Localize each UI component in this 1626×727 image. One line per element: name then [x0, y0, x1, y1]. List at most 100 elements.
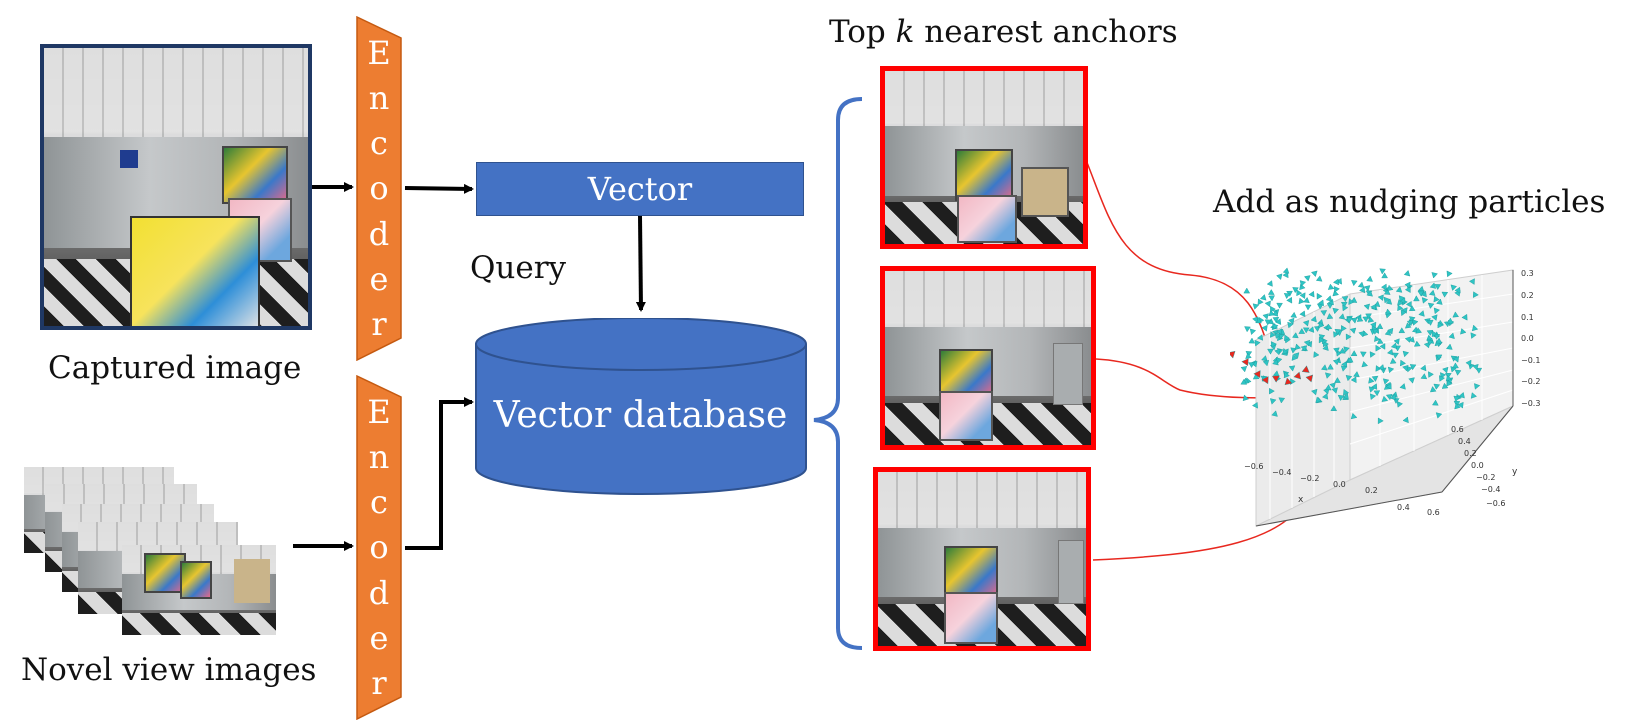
particle — [1346, 316, 1353, 324]
particle — [1428, 289, 1436, 296]
particle — [1332, 290, 1339, 297]
nudging-particle — [1253, 370, 1261, 379]
particle — [1304, 304, 1312, 311]
x-tick: 0.2 — [1365, 486, 1378, 495]
particle — [1324, 384, 1332, 391]
particle — [1315, 396, 1322, 403]
novel-view-label: Novel view images — [21, 652, 317, 688]
particle — [1340, 365, 1348, 372]
particle — [1268, 310, 1275, 317]
particle — [1385, 308, 1392, 315]
particle — [1441, 382, 1449, 389]
particle — [1343, 389, 1350, 396]
particle — [1384, 329, 1392, 336]
particle — [1426, 329, 1434, 336]
encoder-bottom: E n c o d e r — [356, 375, 402, 720]
particle — [1248, 362, 1255, 368]
captured-image — [40, 44, 312, 330]
particle — [1282, 348, 1289, 355]
particle — [1420, 373, 1428, 380]
particle — [1325, 295, 1333, 302]
particle — [1409, 364, 1417, 371]
particle — [1408, 377, 1415, 384]
particle — [1315, 275, 1323, 282]
particle — [1381, 272, 1388, 279]
particle — [1370, 321, 1377, 329]
particle — [1381, 395, 1389, 402]
particle — [1404, 322, 1412, 329]
particle — [1313, 351, 1320, 358]
particle — [1383, 296, 1390, 304]
particle — [1383, 288, 1391, 295]
particle — [1367, 316, 1375, 323]
particle — [1333, 278, 1339, 286]
anchors-bracket — [813, 97, 863, 650]
nudging-particle — [1305, 374, 1314, 383]
particle — [1257, 298, 1264, 306]
particle — [1358, 330, 1365, 338]
particle — [1465, 359, 1472, 367]
particle — [1333, 347, 1340, 354]
particle — [1457, 401, 1464, 409]
particle — [1453, 400, 1461, 407]
encoder-letter: n — [368, 78, 390, 117]
particle — [1267, 289, 1275, 295]
particle — [1327, 283, 1335, 290]
encoder-letter: e — [369, 619, 389, 658]
particle — [1426, 319, 1434, 326]
particle — [1371, 375, 1379, 382]
vector-box: Vector — [476, 162, 804, 216]
particle — [1332, 307, 1339, 315]
particle — [1433, 383, 1441, 390]
particles — [1240, 267, 1483, 425]
particle — [1334, 377, 1341, 383]
particle — [1446, 317, 1454, 324]
anchor-image-3 — [873, 467, 1091, 651]
particle — [1264, 300, 1271, 308]
particle — [1403, 270, 1411, 277]
encoder-shape-icon — [356, 375, 402, 720]
particle — [1335, 278, 1342, 285]
particle — [1428, 371, 1434, 378]
particle — [1340, 301, 1348, 308]
particle — [1454, 369, 1462, 376]
particle — [1385, 298, 1393, 305]
encoder-letter: o — [369, 169, 389, 208]
particle — [1311, 270, 1318, 277]
particle — [1402, 350, 1410, 358]
particle — [1303, 297, 1310, 304]
particle — [1475, 367, 1483, 374]
particle — [1429, 386, 1437, 393]
particle — [1404, 281, 1411, 289]
y-tick: −0.6 — [1486, 499, 1505, 508]
particle — [1322, 393, 1329, 400]
particle — [1330, 405, 1338, 412]
particle — [1461, 313, 1468, 321]
particle — [1338, 313, 1346, 320]
particle — [1385, 394, 1393, 401]
particle — [1372, 328, 1379, 335]
particle — [1327, 363, 1334, 370]
particle — [1426, 339, 1434, 346]
encoder-letter: n — [368, 437, 390, 476]
y-tick: 0.0 — [1471, 461, 1484, 470]
particle — [1278, 397, 1286, 404]
particle — [1379, 343, 1386, 350]
particle — [1446, 343, 1453, 350]
particle — [1458, 392, 1465, 399]
z-tick: −0.3 — [1521, 399, 1540, 408]
particle — [1421, 297, 1429, 304]
particle — [1402, 416, 1409, 424]
particle — [1271, 410, 1278, 417]
particle — [1390, 342, 1398, 349]
particle — [1400, 359, 1406, 367]
particle — [1333, 286, 1340, 293]
particle — [1369, 393, 1377, 400]
particle — [1460, 328, 1467, 335]
particle — [1299, 283, 1306, 291]
particle — [1341, 360, 1348, 368]
particle — [1268, 295, 1275, 302]
nudging-particle — [1261, 376, 1269, 385]
particle — [1276, 328, 1282, 335]
particle — [1341, 296, 1349, 303]
